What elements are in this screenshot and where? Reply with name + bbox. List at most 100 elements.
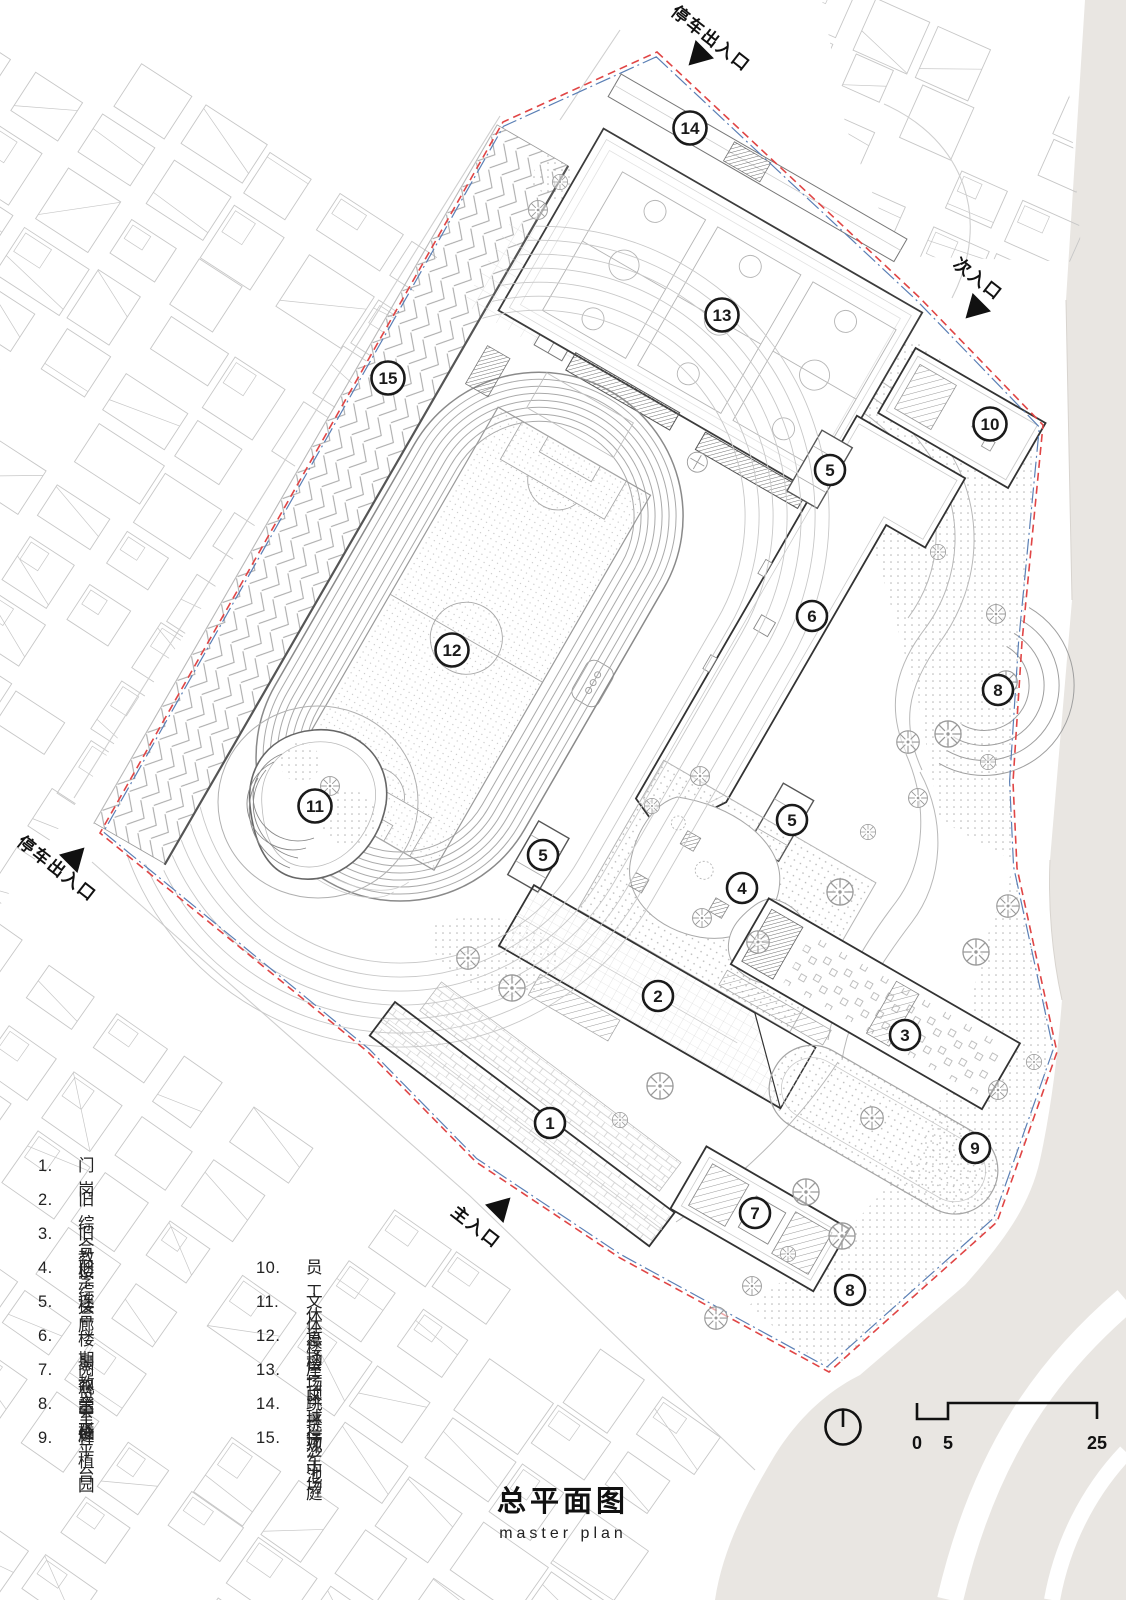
plan-marker-11: 11: [297, 788, 333, 824]
tree-icon: [996, 894, 1020, 918]
tree-icon: [979, 753, 997, 771]
svg-text:2: 2: [653, 987, 662, 1006]
legend-item-label: 连廊: [78, 1293, 95, 1335]
river: [715, 0, 1126, 1600]
legend-item: 9. 种植园: [38, 1424, 95, 1495]
legend-item: 15.停车场: [256, 1424, 323, 1495]
tree-icon: [528, 200, 548, 220]
legend-item: 10.员工休息楼: [256, 1254, 323, 1373]
tree-icon: [934, 720, 962, 748]
legend-item-number: 10.: [256, 1259, 281, 1277]
tree-icon: [704, 1306, 728, 1330]
svg-text:15: 15: [379, 369, 398, 388]
legend-item: 8.亲水平台: [38, 1390, 95, 1485]
legend-item-number: 6.: [38, 1327, 53, 1345]
legend-item: 12.运动场: [256, 1322, 323, 1393]
plan-marker-8: 8: [833, 1273, 867, 1307]
legend-item-label: 种植园: [78, 1429, 95, 1495]
svg-text:1: 1: [545, 1114, 554, 1133]
legend-item-number: 12.: [256, 1327, 281, 1345]
svg-text:3: 3: [900, 1026, 909, 1045]
bleacher-steps: [565, 352, 681, 431]
plan-marker-3: 3: [888, 1018, 922, 1052]
svg-text:5: 5: [538, 846, 547, 865]
svg-text:6: 6: [807, 607, 816, 626]
tree-icon: [962, 938, 990, 966]
building-3: [718, 897, 1022, 1111]
plan-marker-9: 9: [958, 1131, 992, 1165]
scale-label-0: 0: [912, 1433, 922, 1453]
tree-icon: [779, 1245, 797, 1263]
scale-label-5: 5: [943, 1433, 953, 1453]
tree-icon: [988, 1080, 1008, 1100]
legend-item-number: 7.: [38, 1361, 53, 1379]
plan-marker-15: 15: [370, 360, 406, 396]
legend-item: 3.旧教学楼: [38, 1220, 95, 1315]
running-track: [255, 371, 684, 902]
page-title: 总平面图: [496, 1486, 629, 1518]
legend-item-label: 跳远沙池: [306, 1395, 323, 1485]
tree-icon: [746, 930, 770, 954]
svg-text:8: 8: [845, 1281, 854, 1300]
plan-marker-7: 7: [738, 1196, 772, 1230]
legend-item-number: 8.: [38, 1395, 53, 1413]
tree-icon: [859, 823, 877, 841]
context-roads: [73, 29, 971, 1471]
scale-label-25: 25: [1087, 1433, 1107, 1453]
plantation-9: [768, 1044, 999, 1215]
svg-text:7: 7: [750, 1204, 759, 1223]
legend-item: 11.文体楼二区景观中庭: [256, 1288, 323, 1503]
river-road: [1044, 1446, 1126, 1600]
svg-text:11: 11: [306, 797, 324, 816]
svg-text:5: 5: [825, 461, 834, 480]
plan-marker-13: 13: [704, 297, 740, 333]
title-block: 总平面图 master plan: [0, 1478, 1126, 1543]
svg-text:13: 13: [713, 306, 732, 325]
legend-item: 13.屋顶球场: [256, 1356, 323, 1451]
legend-item-label: 屋顶球场: [306, 1361, 323, 1451]
blue-line: [102, 56, 1054, 1368]
legend-item-number: 2.: [38, 1191, 53, 1209]
legend-item-label: 一期教学楼: [78, 1327, 95, 1441]
legend-item: 14. 跳远沙池: [256, 1390, 323, 1485]
tree-icon: [742, 1276, 762, 1296]
legend-item-number: 14.: [256, 1395, 281, 1413]
tree-icon: [456, 946, 480, 970]
legend-item-label: 门岗: [78, 1157, 95, 1199]
svg-text:12: 12: [443, 641, 462, 660]
plan-marker-10: 10: [972, 406, 1008, 442]
plan-marker-6: 6: [795, 599, 829, 633]
gate-building: [368, 981, 682, 1248]
plan-marker-14: 14: [672, 110, 708, 146]
legend-item: 1. 门岗: [38, 1152, 95, 1199]
legend-item-number: 9.: [38, 1429, 53, 1447]
entrance-arrow-icon: [485, 1197, 511, 1223]
tree-icon: [692, 908, 712, 928]
legend-item-label: 文体楼二区景观中庭: [306, 1293, 323, 1503]
entrance-arrow-icon: [965, 293, 991, 319]
legend-item-number: 4.: [38, 1259, 53, 1277]
plan-marker-1: 1: [533, 1106, 567, 1140]
tree-icon: [908, 788, 928, 808]
legend-item-label: 阅览室: [78, 1361, 95, 1427]
plan-marker-4: 4: [725, 871, 759, 905]
legend-item-number: 5.: [38, 1293, 53, 1311]
tree-icon: [1025, 1053, 1043, 1071]
terrace-steps: [527, 973, 621, 1042]
legend-item: 6. 一期教学楼: [38, 1322, 95, 1441]
north-arrow-icon: [824, 1408, 862, 1446]
plan-marker-8: 8: [981, 673, 1015, 707]
stairs: [246, 753, 315, 869]
svg-text:14: 14: [681, 119, 700, 138]
site-boundary: [98, 51, 1058, 1373]
legend-item-number: 1.: [38, 1157, 53, 1175]
small-court: [526, 372, 634, 459]
water-platform-terraces: [938, 607, 1075, 776]
entrance-arrow-icon: [688, 40, 714, 66]
plan-marker-2: 2: [641, 979, 675, 1013]
legend-item-label: 停车场: [306, 1429, 323, 1495]
